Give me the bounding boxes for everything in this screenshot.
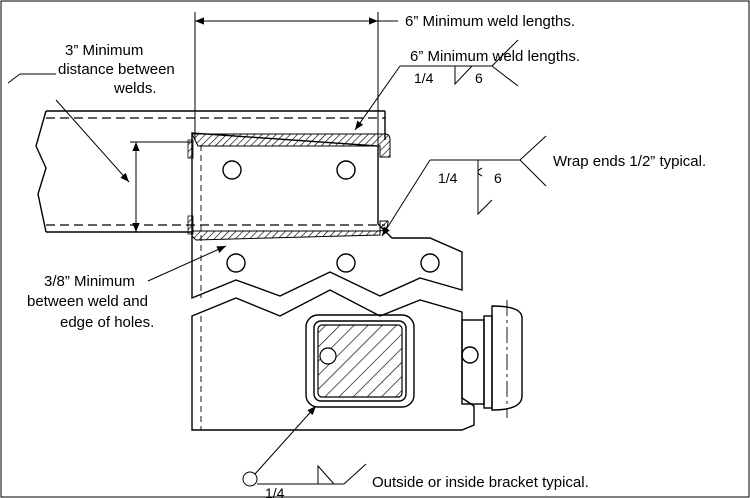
bracket-note: Outside or inside bracket typical. (372, 474, 589, 491)
weld-all-around-circle (242, 471, 258, 487)
bottom-weld-bead (191, 220, 389, 241)
top-weld-size: 1/4 (414, 70, 434, 86)
end-weld-top (187, 139, 194, 159)
frame-rail (35, 110, 386, 233)
weld-symbol-bottom (242, 405, 367, 487)
top-dimension-label: 6” Minimum weld lengths. (405, 13, 575, 30)
top-dimension (194, 12, 398, 145)
spacing-leader (7, 73, 192, 232)
clamp-cap (491, 305, 523, 411)
all-around-arc (477, 167, 483, 177)
hole-line-1: 3/8” Minimum (44, 273, 135, 290)
right-weld-size: 1/4 (438, 170, 458, 186)
top-weld-bead (191, 133, 391, 158)
bottom-weld-size: 1/4 (265, 485, 285, 498)
spacing-line-1: 3” Minimum (65, 42, 143, 59)
bracket-upper (191, 132, 463, 300)
top-weld-note: 6” Minimum weld lengths. (410, 48, 580, 65)
right-weld-length: 6 (494, 170, 502, 186)
end-weld-bottom (187, 215, 194, 235)
spacing-line-2: distance between (58, 61, 175, 78)
hole-line-3: edge of holes. (60, 314, 154, 331)
bracket-lower (191, 289, 523, 431)
clamp-hole (461, 346, 479, 364)
bolt-holes-upper (222, 160, 440, 273)
spacing-line-3: welds. (113, 80, 157, 97)
rail-break-line (35, 110, 47, 233)
weld-symbol-right (381, 135, 547, 237)
top-weld-length: 6 (475, 70, 483, 86)
hole-line-2: between weld and (27, 293, 148, 310)
weld-symbol-top (354, 39, 519, 131)
square-tube (305, 314, 415, 408)
wrap-ends-note: Wrap ends 1/2” typical. (553, 153, 706, 170)
hole-leader (147, 245, 227, 282)
